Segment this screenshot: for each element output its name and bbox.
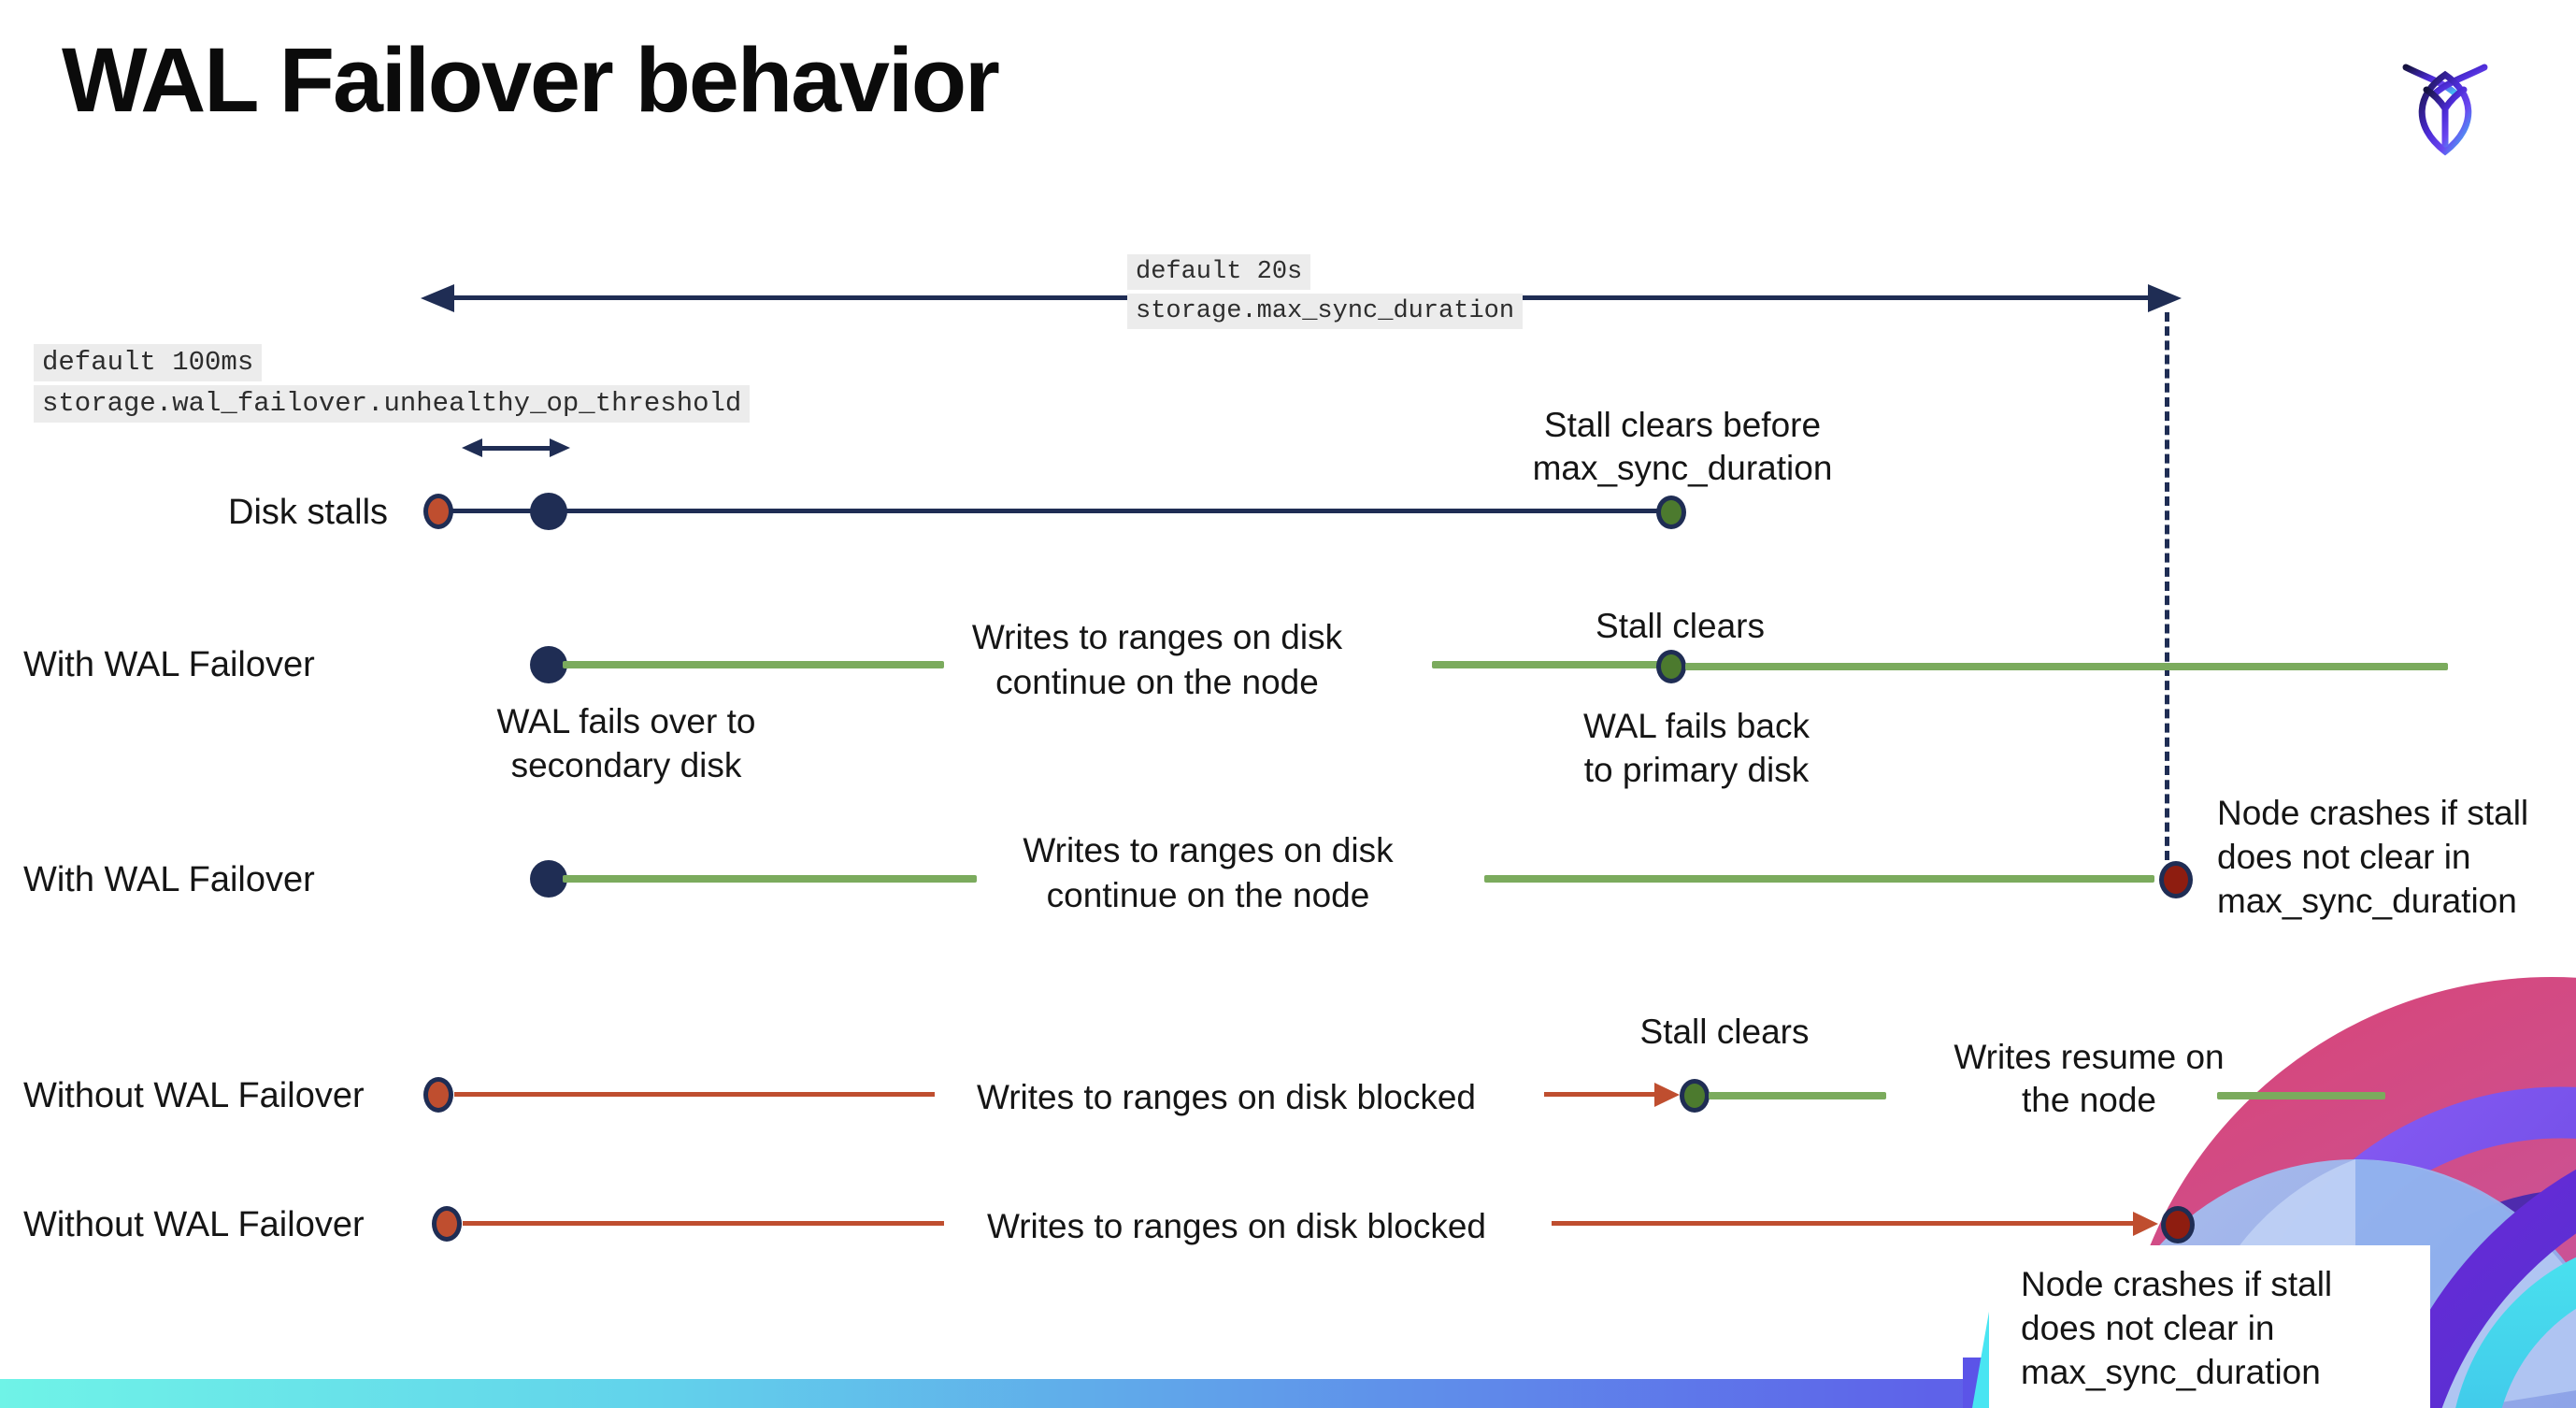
writes-continue-line-d [563, 875, 977, 883]
purple-arc [2226, 1086, 2576, 1408]
writes-blocked-line-a [454, 1092, 935, 1097]
writes-continue-line-e [1484, 875, 2154, 883]
writes-continue-text-2: Writes to ranges on disk continue on the… [1023, 831, 1394, 914]
wal-fails-over-text: WAL fails over to secondary disk [496, 702, 756, 784]
writes-continue-line-b [1432, 661, 1661, 668]
row-label-without-wal-failover-2: Without WAL Failover [23, 1205, 365, 1244]
leaf-outline [2418, 70, 2472, 156]
stall-clear-dot-2 [1656, 650, 1686, 683]
stall-clears-before-text: Stall clears before max_sync_duration [1532, 406, 1833, 487]
writes-blocked-line-d [1552, 1221, 2145, 1226]
max-sync-setting-label: storage.max_sync_duration [1127, 294, 1524, 329]
writes-blocked-line-b [1544, 1092, 1662, 1097]
failover-dot [530, 646, 567, 683]
stall-start-dot-3 [432, 1206, 462, 1242]
node-crash-dot [2159, 861, 2193, 898]
threshold-arrowhead-right-icon [550, 438, 570, 457]
failover-dot-2 [530, 860, 567, 898]
max-sync-default-label: default 20s [1127, 254, 1311, 290]
red-arrowhead-icon [1654, 1083, 1680, 1107]
threshold-span-line [479, 446, 550, 451]
node-crashes-text-2: Node crashes if stall does not clear in … [2021, 1265, 2333, 1391]
threshold-default-label: default 100ms [34, 344, 263, 381]
writes-resume-text: Writes resume on the node [1953, 1038, 2225, 1119]
arrowhead-left-icon [421, 284, 454, 312]
red-arrowhead-icon-2 [2133, 1212, 2158, 1236]
row-label-disk-stalls: Disk stalls [228, 493, 389, 532]
stall-clear-dot-3 [1680, 1079, 1710, 1113]
writes-continue-line-a [563, 661, 944, 668]
writes-blocked-line-c [463, 1221, 944, 1226]
writes-blocked-text: Writes to ranges on disk blocked [976, 1078, 1477, 1116]
row-label-without-wal-failover-1: Without WAL Failover [23, 1076, 365, 1115]
node-crashes-text: Node crashes if stall does not clear in … [2217, 794, 2529, 920]
node-crash-dot-2 [2161, 1206, 2195, 1243]
stall-clears-text-2: Stall clears [1596, 607, 1765, 645]
cockroachdb-logo-icon [2402, 64, 2488, 156]
page-title: WAL Failover behavior [62, 29, 1000, 131]
writes-resume-line-a [1709, 1092, 1886, 1099]
writes-blocked-text-2: Writes to ranges on disk blocked [986, 1207, 1487, 1245]
node-crashes-callout: Node crashes if stall does not clear in … [1989, 1245, 2430, 1408]
stall-start-dot [423, 494, 453, 529]
threshold-arrowhead-left-icon [462, 438, 482, 457]
threshold-setting-label: storage.wal_failover.unhealthy_op_thresh… [34, 385, 751, 423]
failover-threshold-dot [530, 493, 567, 530]
disk-stall-timeline [438, 509, 1671, 513]
writes-resume-line-b [2217, 1092, 2385, 1099]
antenna-right [2431, 64, 2488, 97]
cyan-sliver [1972, 1290, 1993, 1408]
arrowhead-right-icon [2148, 284, 2182, 312]
row-label-with-wal-failover-1: With WAL Failover [23, 645, 315, 684]
stall-start-dot-2 [423, 1077, 453, 1113]
wal-fails-back-text: WAL fails back to primary disk [1583, 707, 1810, 789]
writes-continue-text: Writes to ranges on disk continue on the… [971, 618, 1343, 701]
antenna-left [2402, 64, 2459, 97]
stall-clear-dot [1656, 496, 1686, 529]
max-sync-deadline-dashed-line [2165, 312, 2169, 860]
writes-continue-line-c [1685, 663, 2448, 670]
row-label-with-wal-failover-2: With WAL Failover [23, 860, 315, 899]
leaf-vein [2423, 86, 2468, 148]
stall-clears-text-3: Stall clears [1639, 1013, 1810, 1051]
